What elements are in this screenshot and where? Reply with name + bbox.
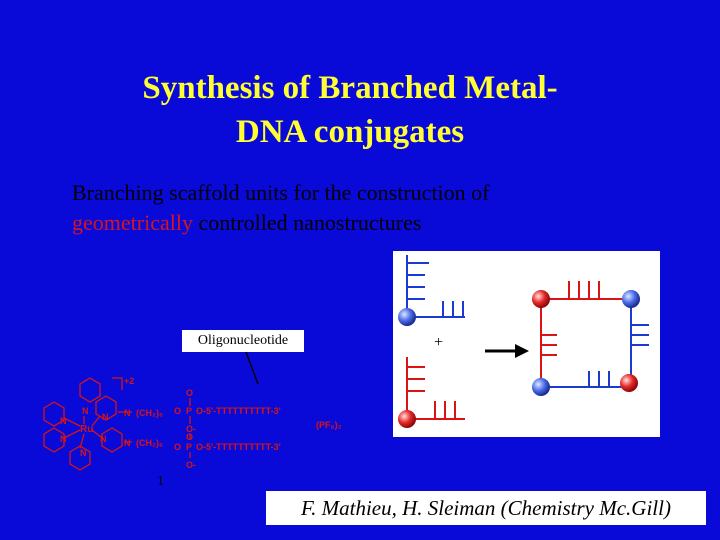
citation: F. Mathieu, H. Sleiman (Chemistry Mc.Gil…	[266, 491, 706, 525]
blue-sphere-3	[532, 378, 550, 396]
bond-lines	[43, 377, 191, 471]
nitrogen-3: N	[102, 412, 109, 422]
slide-title: Synthesis of Branched Metal- DNA conjuga…	[80, 66, 620, 154]
linker-top: (CH₂)₆	[136, 408, 163, 418]
red-sphere-1	[398, 410, 416, 428]
left-red-unit	[406, 357, 465, 420]
red-sphere-2	[532, 290, 550, 308]
counterion: (PF₆)₂	[316, 420, 342, 430]
left-blue-unit	[406, 255, 465, 318]
oxygen-mid: O	[186, 432, 193, 442]
red-sphere-3	[620, 374, 638, 392]
assembly-diagram-panel	[393, 251, 660, 437]
assembly-diagram	[398, 255, 649, 428]
nitrogen-2: N	[82, 406, 89, 416]
compound-number: 1	[157, 474, 164, 489]
metal-label: Ru	[80, 424, 93, 435]
product-square	[540, 281, 649, 388]
title-line-1: Synthesis of Branched Metal-	[142, 70, 558, 106]
charge-label: +2	[124, 376, 134, 386]
subtitle-rest: controlled nanostructures	[192, 210, 422, 235]
subtitle-line-1: Branching scaffold units for the constru…	[72, 180, 490, 205]
blue-sphere-2	[622, 290, 640, 308]
title-line-2: DNA conjugates	[235, 114, 465, 150]
oxygen-top: O	[186, 388, 193, 398]
oxy-anion-top: O-	[186, 424, 196, 434]
strand-top: O-5'-TTTTTTTTTT-3'	[196, 406, 281, 416]
nitrogen-8: N	[124, 438, 131, 448]
blue-sphere-1	[398, 308, 416, 326]
nitrogen-1: N	[60, 416, 67, 426]
molecule-drawing: +2 Ru N N N N N N N N (CH₂)₆ (CH₂)₆ O O …	[43, 376, 342, 471]
nitrogen-5: N	[100, 434, 107, 444]
label-pointer	[245, 351, 259, 385]
nitrogen-7: N	[124, 408, 131, 418]
phosphorus-top: P	[186, 406, 192, 416]
plus-sign: +	[434, 334, 444, 351]
slide-subtitle: Branching scaffold units for the constru…	[72, 178, 632, 238]
phosphorus-bottom: P	[186, 442, 192, 452]
atom-labels: +2 Ru N N N N N N N N (CH₂)₆ (CH₂)₆ O O …	[60, 376, 342, 470]
linker-bottom: (CH₂)₆	[136, 438, 163, 448]
subtitle-highlight: geometrically	[72, 210, 193, 235]
ruthenium-complex-structure: +2 Ru N N N N N N N N (CH₂)₆ (CH₂)₆ O O …	[40, 372, 370, 482]
oxy-anion-bottom: O-	[186, 460, 196, 470]
strand-bottom: O-5'-TTTTTTTTTT-3'	[196, 442, 281, 452]
arrow-icon	[485, 344, 529, 358]
oxygen-link-bottom: O	[174, 442, 181, 452]
subtitle-line-2: geometrically controlled nanostructures	[72, 208, 632, 238]
nitrogen-6: N	[80, 448, 87, 458]
oxygen-link-top: O	[174, 406, 181, 416]
nitrogen-4: N	[60, 434, 67, 444]
oligonucleotide-label: Oligonucleotide	[182, 330, 304, 352]
